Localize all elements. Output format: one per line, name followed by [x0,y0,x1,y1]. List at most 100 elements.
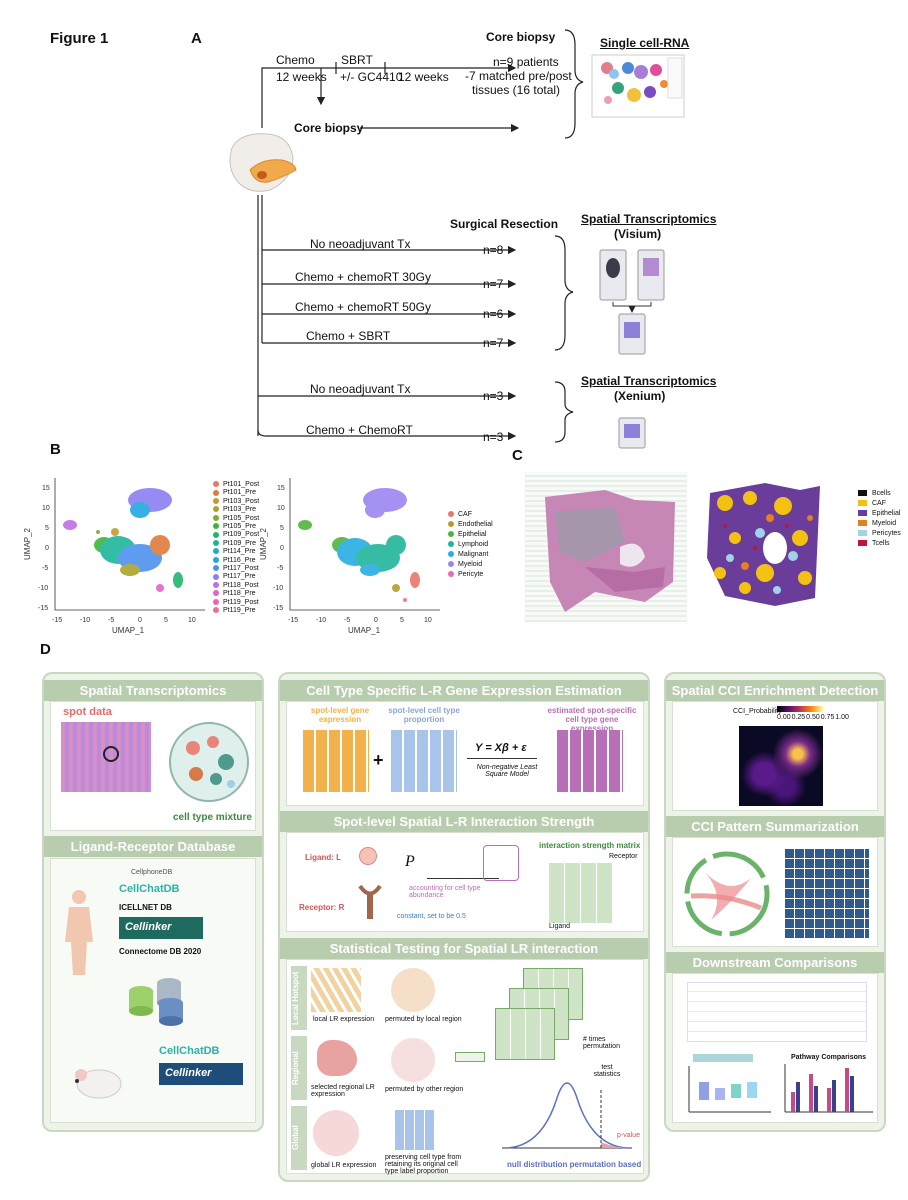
icellnet-label: ICELLNET DB [119,903,172,912]
b-xtick: 0 [374,617,378,624]
global-circle [313,1110,359,1156]
sbrt-drug-label: +/- GC4410 [340,70,403,84]
legend-swatch [213,514,219,521]
legend-label: Malignant [458,551,489,558]
global-matrix [395,1110,435,1150]
legend-entry: Tcells [858,539,901,549]
estimation-title: Cell Type Specific L-R Gene Expression E… [280,680,648,701]
boxplot-chart [688,1054,771,1113]
legend-swatch [858,530,867,537]
core-biopsy-top: Core biopsy [486,30,556,44]
legend-swatch [858,490,867,497]
legend-swatch [213,582,219,589]
perm-global-label: preserving cell type from retaining its … [385,1154,462,1175]
legend-entry: Endothelial [448,520,493,530]
legend-entry: Pt101_Pre [213,489,259,497]
regional-permute-circle [391,1038,435,1082]
legend-label: Epithelial [872,510,901,517]
mouse-icon [75,1069,122,1099]
legend-swatch [448,521,454,528]
null-dist-label: null distribution permutation based [507,1160,642,1169]
global-label: Global [291,1106,307,1170]
arm-n: n=7 [483,336,504,350]
p-value-label: p-value [617,1132,640,1139]
legend-label: Pt119_Pre [223,607,256,615]
estimated-matrix [557,730,623,792]
b-xtick: -15 [52,617,62,624]
panel-label-c: C [512,447,523,464]
legend-swatch [448,541,454,548]
xenium-sub: (Xenium) [614,389,666,403]
sel-regional-label: selected regional LR expression [311,1084,375,1098]
permutation-arrow [455,1052,485,1062]
panel-label-b: B [50,441,61,458]
arm-label: Chemo + SBRT [306,329,391,343]
umap1-clusters [63,488,183,592]
formula: P [405,853,415,870]
legend-label: Pt117_Post [223,565,259,573]
legend-label: Tcells [872,540,890,547]
legend-swatch [213,497,219,504]
global-lr-label: global LR expression [311,1162,377,1169]
b-ytick: 5 [45,525,49,532]
stat-title: Statistical Testing for Spatial LR inter… [280,938,648,959]
b-ytick: -15 [273,605,283,612]
chord-diagram [684,851,770,937]
model-arrow [467,758,537,759]
legend-entry: Pt103_Pre [213,506,259,514]
pattern-box [672,837,878,947]
b-ytick: -10 [38,585,48,592]
legend-label: Pt109_Post [223,531,260,539]
legend-label: Endothelial [458,521,493,528]
legend-swatch [858,540,867,547]
b-xtick: -10 [80,617,90,624]
b-xtick: 5 [400,617,404,624]
legend-label: Epithelial [458,531,487,538]
middle-column-panel: Cell Type Specific L-R Gene Expression E… [278,672,650,1182]
legend-swatch [448,571,454,578]
legend-entry: Pt114_Pre [213,548,259,556]
cell-mixture-label: cell type mixture [173,812,252,823]
receptor-icon [358,884,382,919]
legend-entry: CAF [448,510,493,520]
b-ytick: -10 [273,585,283,592]
arm-label: No neoadjuvant Tx [310,382,411,396]
cci-colorbar [777,706,823,712]
chemo-weeks-label: 12 weeks [276,70,327,84]
legend-entry: Pt101_Post [213,481,259,489]
lr-database-title: Ligand-Receptor Database [44,836,262,857]
database-stack-icon [129,978,183,1026]
legend-swatch [858,500,867,507]
legend-label: Pt114_Pre [223,548,256,556]
b-xlabel: UMAP_1 [112,626,145,635]
strength-title: Spot-level Spatial L-R Interaction Stren… [280,811,648,832]
ligand-label: Ligand: L [305,853,341,862]
plus-sign: + [373,750,384,770]
sbrt-label: SBRT [341,53,373,67]
legend-swatch [213,506,219,513]
surgical-resection-label: Surgical Resection [450,217,559,231]
legend-label: Pt118_Post [223,581,259,589]
legend-entry: Pt119_Pre [213,607,259,615]
legend-entry: Pt118_Pre [213,590,259,598]
local-permute-circle [391,968,435,1012]
panel-a-flowchart [229,29,685,449]
spot-data-box: spot data cell type mixture [50,701,256,831]
spatial-transcriptomics-title: Spatial Transcriptomics [44,680,262,701]
spot-prop-label: spot-level cell type proportion [388,706,460,724]
strength-box: Ligand: L Receptor: R P accounting for c… [286,832,644,932]
umap2-clusters [298,488,420,602]
downstream-box: Pathway Comparisons [672,973,878,1123]
b-ytick: 15 [42,485,50,492]
legend-label: Pt119_Post [223,598,259,606]
legend-label: Lymphoid [458,541,489,548]
lr-database-box: CellphoneDB CellChatDB ICELLNET DB Celli… [50,858,256,1123]
b-ytick: 10 [42,505,50,512]
legend-label: Pt101_Post [223,481,260,488]
legend-swatch [213,573,219,580]
legend-label: CAF [458,511,472,518]
legend-entry: Pt119_Post [213,599,259,607]
b-ytick: 0 [280,545,284,552]
spot-data-label: spot data [63,706,112,718]
